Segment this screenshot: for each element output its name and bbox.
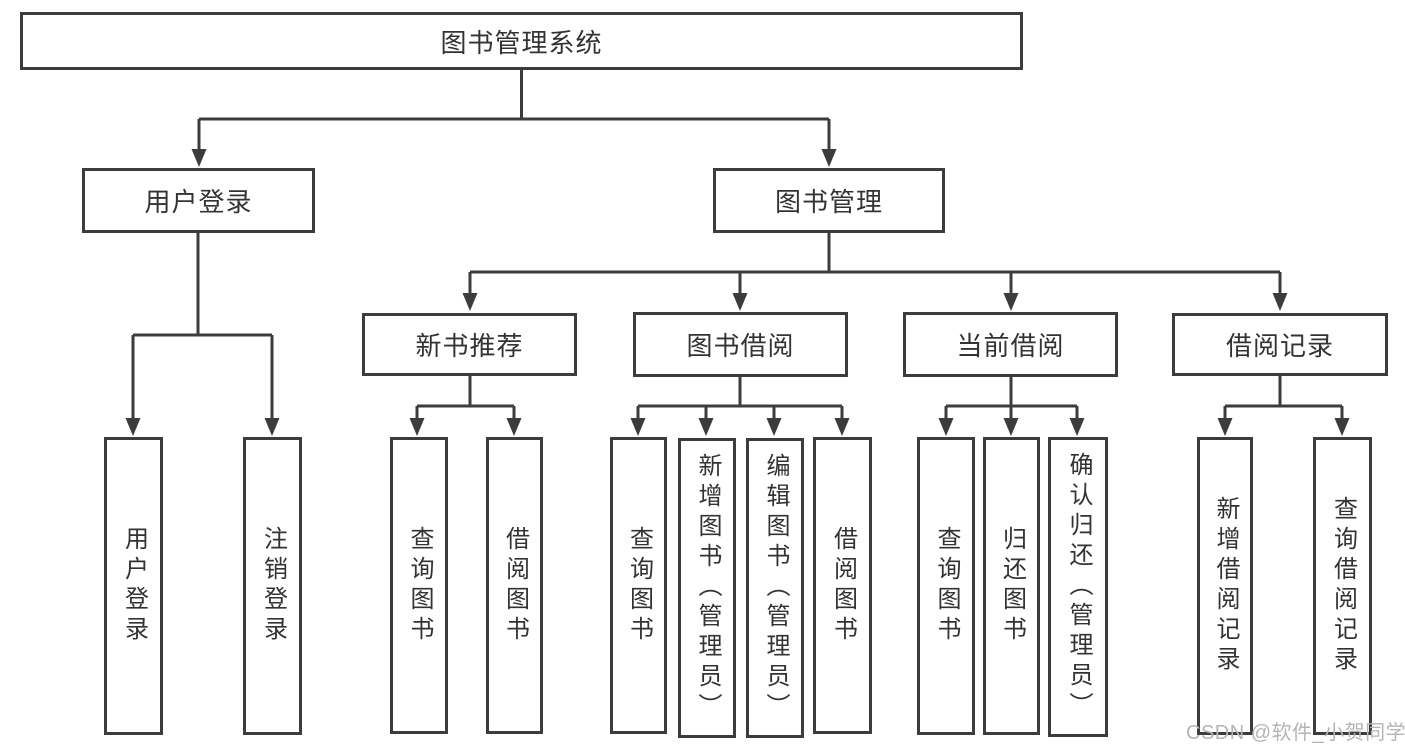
- leaf-query-book-under-borrowing: 查询图书: [610, 437, 667, 734]
- leaf-return-book: 归还图书: [983, 437, 1040, 735]
- node-book-management: 图书管理: [713, 168, 945, 233]
- node-new-book-recommend: 新书推荐: [362, 313, 577, 376]
- leaf-query-borrow-record: 查询借阅记录: [1313, 437, 1372, 735]
- leaf-add-book-admin: 新增图书（管理员）: [678, 438, 736, 738]
- leaf-borrow-book-under-recommend: 借阅图书: [486, 437, 543, 734]
- node-book-borrowing: 图书借阅: [633, 312, 848, 377]
- leaf-confirm-return-admin: 确认归还（管理员）: [1048, 437, 1108, 737]
- node-user-login: 用户登录: [82, 168, 315, 233]
- node-borrow-records: 借阅记录: [1172, 313, 1388, 376]
- leaf-add-borrow-record: 新增借阅记录: [1197, 437, 1253, 735]
- leaf-query-book-under-recommend: 查询图书: [390, 437, 448, 734]
- leaf-borrow-book-under-borrowing: 借阅图书: [813, 437, 872, 734]
- node-current-borrowing: 当前借阅: [903, 312, 1118, 377]
- arrowheads: [125, 149, 1350, 436]
- leaf-edit-book-admin: 编辑图书（管理员）: [746, 438, 804, 738]
- csdn-watermark: CSDN @软件_小贺同学: [1186, 722, 1405, 744]
- leaf-user-login: 用户登录: [104, 437, 163, 735]
- leaf-logout: 注销登录: [243, 437, 302, 735]
- leaf-query-book-under-current: 查询图书: [917, 437, 975, 735]
- node-root-system: 图书管理系统: [20, 12, 1023, 70]
